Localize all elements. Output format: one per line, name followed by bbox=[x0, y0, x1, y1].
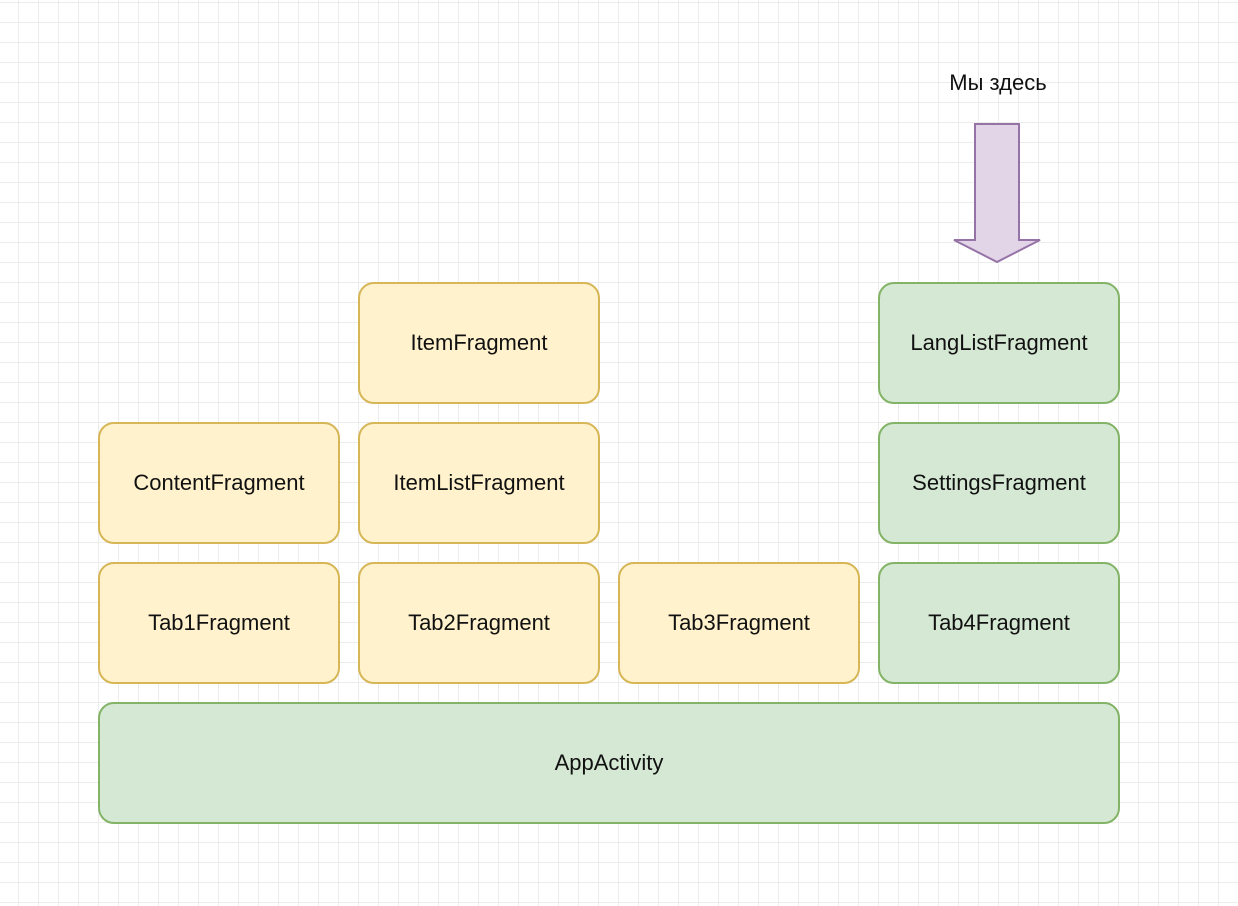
app-activity-node: AppActivity bbox=[98, 702, 1120, 824]
here-annotation-label: Мы здесь bbox=[949, 70, 1047, 95]
tab3-fragment-node: Tab3Fragment bbox=[618, 562, 860, 684]
tab1-fragment-node: Tab1Fragment bbox=[98, 562, 340, 684]
item-fragment-node: ItemFragment bbox=[358, 282, 600, 404]
settings-fragment-node: SettingsFragment bbox=[878, 422, 1120, 544]
tab4-fragment-node: Tab4Fragment bbox=[878, 562, 1120, 684]
down-arrow-icon bbox=[953, 123, 1041, 264]
content-fragment-node: ContentFragment bbox=[98, 422, 340, 544]
lang-list-fragment-node: LangListFragment bbox=[878, 282, 1120, 404]
tab2-fragment-node: Tab2Fragment bbox=[358, 562, 600, 684]
item-list-fragment-node: ItemListFragment bbox=[358, 422, 600, 544]
